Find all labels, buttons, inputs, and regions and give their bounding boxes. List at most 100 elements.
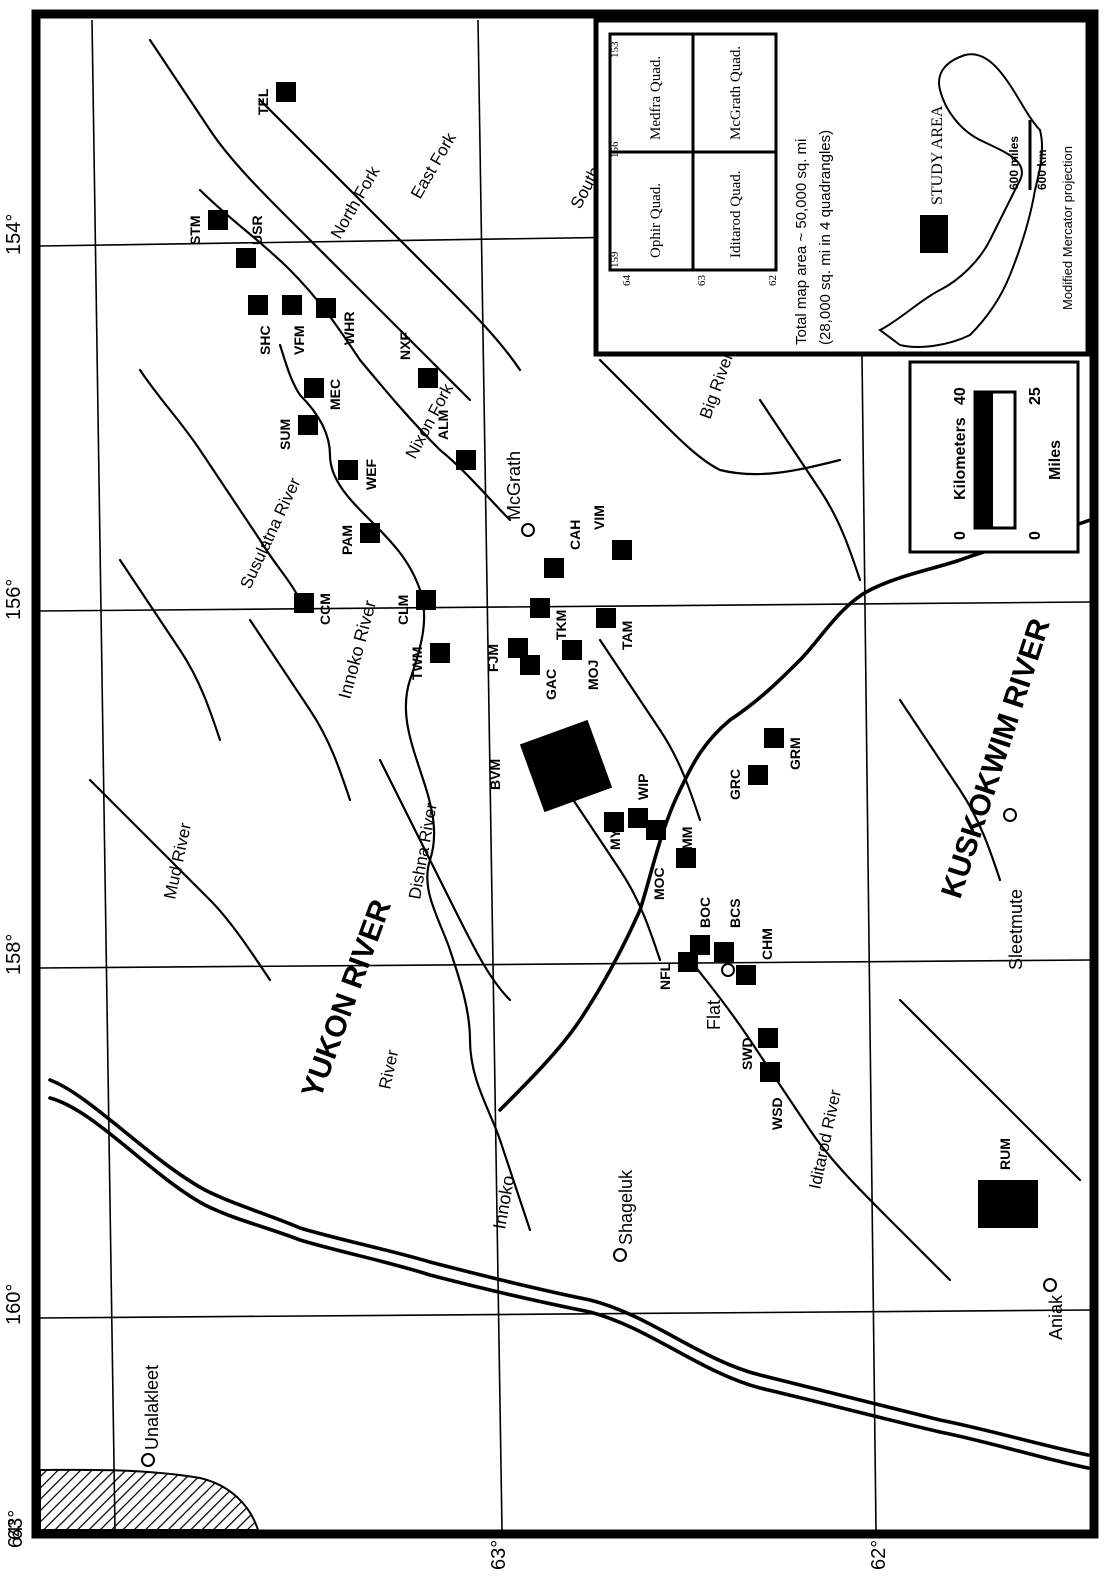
- site-bcs-marker: [714, 942, 734, 962]
- inset-lon-156: 156: [609, 141, 621, 158]
- site-twm-marker: [430, 643, 450, 663]
- east-fork: [258, 98, 522, 372]
- iditarod-river: [688, 958, 952, 1282]
- site-shc-label: SHC: [257, 325, 273, 355]
- site-myc-marker: [604, 812, 624, 832]
- inset-area-detail: (28,000 sq. mi in 4 quadrangles): [817, 130, 834, 345]
- site-tam-label: TAM: [619, 621, 635, 650]
- site-tel-label: TEL: [255, 88, 271, 115]
- map-frame: [31, 9, 1099, 1539]
- inset-study-area: STUDY AREA: [929, 105, 946, 205]
- site-wef-marker: [338, 460, 358, 480]
- dishna-river: [378, 758, 512, 1002]
- inset-lon-153: 153: [609, 41, 621, 58]
- coast-hatch: [39, 1468, 260, 1531]
- site-shc-marker: [248, 295, 268, 315]
- site-wsd-marker: [760, 1062, 780, 1082]
- innoko-river-lower: [404, 588, 532, 1232]
- site-usr-marker: [236, 248, 256, 268]
- site-nxf-marker: [418, 368, 438, 388]
- mcgrath-marker: [521, 523, 535, 537]
- flat-marker: [721, 963, 735, 977]
- sample-sites: TEL STM USR SHC VFM WHR NXF MEC SUM ALM …: [187, 82, 1038, 1228]
- scale-km-max: 40: [952, 387, 969, 405]
- kuskokwim-river-label: KUSKOKWIM RIVER: [935, 614, 1057, 902]
- site-wef-label: WEF: [363, 458, 379, 490]
- scale-bar: Kilometers 0 40 Miles 0 25: [908, 360, 1080, 554]
- dishna-river-label: Dishna River: [405, 801, 441, 900]
- unalakleet-label: Unalakleet: [142, 1365, 162, 1450]
- sleetmute-label: Sleetmute: [1006, 889, 1026, 970]
- north-fork: [148, 38, 472, 402]
- site-cmm-marker: [646, 820, 666, 840]
- site-vim-label: VIM: [591, 505, 607, 530]
- scale-km-label: Kilometers: [952, 417, 969, 500]
- site-rum-marker: [978, 1180, 1038, 1228]
- site-clm-label: CLM: [395, 595, 411, 625]
- site-mec-label: MEC: [327, 379, 343, 410]
- scale-mi-0: 0: [1027, 531, 1044, 540]
- aniak-marker: [1043, 1278, 1057, 1292]
- lat-63-label: 63°: [5, 1510, 27, 1540]
- shageluk-label: Shageluk: [616, 1169, 636, 1245]
- site-moc-label: MOC: [651, 867, 667, 900]
- lat-62-bottom-label: 62°: [868, 1540, 890, 1570]
- site-gac-marker: [520, 655, 540, 675]
- site-tkm-marker: [530, 598, 550, 618]
- iditarod-river-label: Iditarod River: [805, 1088, 845, 1191]
- innoko-river-label: Innoko River: [335, 598, 380, 701]
- mcgrath-label: McGrath: [504, 451, 524, 520]
- site-usr-label: USR: [249, 215, 265, 245]
- inset-lat-63: 63: [696, 275, 708, 287]
- quad-medfra-label: Medfra Quad.: [648, 56, 664, 140]
- site-moc-marker: [676, 848, 696, 868]
- site-fjm-label: FJM: [485, 644, 501, 672]
- river-network: [48, 38, 1092, 1470]
- big-river: [598, 358, 842, 476]
- lon-158-label: 158°: [3, 934, 25, 975]
- scale-mi-max: 25: [1027, 387, 1044, 405]
- inset-lat-62: 62: [767, 275, 779, 286]
- site-nxf-label: NXF: [397, 332, 413, 360]
- site-whr-marker: [316, 298, 336, 318]
- scale-bar-fill: [975, 392, 993, 528]
- yukon-river-line-1: [48, 1078, 1090, 1457]
- alaska-silhouette-icon: [878, 53, 1044, 348]
- site-tkm-label: TKM: [553, 610, 569, 640]
- site-wip-label: WIP: [635, 774, 651, 800]
- sleetmute-marker: [1003, 808, 1017, 822]
- site-grc-marker: [748, 765, 768, 785]
- site-boc-label: BOC: [697, 897, 713, 928]
- site-swd-label: SWD: [739, 1037, 755, 1070]
- flat-label: Flat: [704, 1000, 724, 1030]
- innoko-lower-label: Innoko: [489, 1174, 518, 1231]
- site-tel-marker: [276, 82, 296, 102]
- site-whr-label: WHR: [341, 312, 357, 345]
- graticule-labels: 64° 63° 154° 156° 158° 160° 63° 62°: [3, 214, 890, 1570]
- lat-64-label: 64°: [5, 1518, 27, 1548]
- site-stm-marker: [208, 210, 228, 230]
- site-sum-marker: [298, 415, 318, 435]
- unalakleet-marker: [141, 1453, 155, 1467]
- site-rum-label: RUM: [997, 1138, 1013, 1170]
- scale-km-0: 0: [952, 531, 969, 540]
- shageluk-marker: [613, 1248, 627, 1262]
- east-fork-label: East Fork: [407, 129, 460, 202]
- site-sum-label: SUM: [277, 419, 293, 450]
- site-grm-marker: [764, 728, 784, 748]
- scale-mi-label: Miles: [1047, 440, 1064, 480]
- site-ccm-marker: [294, 593, 314, 613]
- site-alm-label: ALM: [435, 410, 451, 440]
- mud-river: [88, 778, 272, 982]
- mud-river-label: Mud River: [160, 821, 195, 901]
- river-generic-label: River: [375, 1048, 402, 1091]
- site-twm-label: TWM: [409, 647, 425, 680]
- inset-600-miles: 600 miles: [1007, 136, 1021, 190]
- site-wip-marker: [628, 808, 648, 828]
- site-fjm-marker: [508, 638, 528, 658]
- lon-156-label: 156°: [3, 579, 25, 620]
- innoko-river-upper: [278, 343, 422, 592]
- quad-mcgrath-label: McGrath Quad.: [728, 46, 744, 140]
- inset-total-area: Total map area ~ 50,000 sq. mi: [793, 139, 810, 345]
